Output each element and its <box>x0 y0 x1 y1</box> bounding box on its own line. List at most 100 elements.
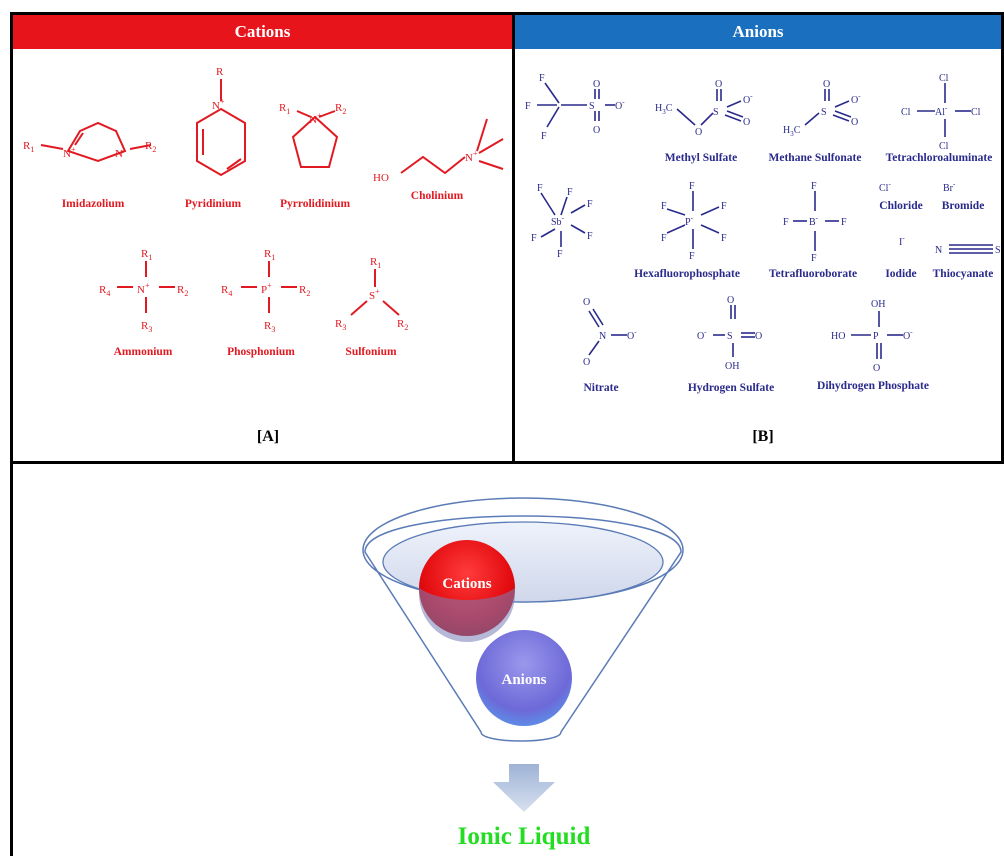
methyl-sulfate-label: Methyl Sulfate <box>665 152 738 164</box>
hexafluorophosphate-label: Hexafluorophosphate <box>634 268 740 280</box>
methane-sulfonate-label: Methane Sulfonate <box>769 152 862 164</box>
svg-text:R3: R3 <box>141 320 152 334</box>
svg-text:F: F <box>811 181 817 192</box>
tetrafluoroborate-label: Tetrafluoroborate <box>769 268 857 280</box>
svg-text:R2: R2 <box>145 140 156 154</box>
svg-text:S: S <box>727 331 733 342</box>
svg-text:F: F <box>721 201 727 212</box>
imidazolium-label: Imidazolium <box>62 198 125 210</box>
svg-text:Cl: Cl <box>901 107 911 118</box>
pyrrolidinium-label: Pyrrolidinium <box>280 198 350 210</box>
svg-text:HO: HO <box>831 331 845 342</box>
svg-text:N+: N+ <box>63 145 76 160</box>
svg-text:P-: P- <box>685 214 694 228</box>
svg-text:S: S <box>713 107 719 118</box>
svg-text:O: O <box>583 297 590 308</box>
svg-text:O: O <box>873 363 880 374</box>
svg-text:N: N <box>935 245 942 256</box>
svg-text:F: F <box>537 183 543 194</box>
bromide-label: Bromide <box>942 200 985 212</box>
funnel-diagram: Cations Anions Ionic Liquid <box>362 497 684 850</box>
panel-a-tag: [A] <box>257 428 279 445</box>
svg-text:O-: O- <box>851 92 861 106</box>
svg-text:R1: R1 <box>279 102 290 116</box>
svg-text:F: F <box>689 251 695 262</box>
svg-text:S: S <box>821 107 827 118</box>
svg-text:S-: S- <box>995 242 1001 256</box>
svg-text:O: O <box>593 79 600 90</box>
ionic-liquid-label: Ionic Liquid <box>458 823 591 850</box>
svg-text:Cl: Cl <box>939 141 949 152</box>
svg-text:N+: N+ <box>137 281 150 296</box>
svg-text:OH: OH <box>871 299 885 310</box>
svg-text:R4: R4 <box>221 284 232 298</box>
svg-text:R2: R2 <box>397 318 408 332</box>
svg-text:O: O <box>851 117 858 128</box>
svg-text:F: F <box>587 199 593 210</box>
phosphonium-label: Phosphonium <box>227 346 295 358</box>
svg-text:F: F <box>661 233 667 244</box>
svg-text:O-: O- <box>697 328 707 342</box>
svg-text:R2: R2 <box>299 284 310 298</box>
tetrachloroaluminate-label: Tetrachloroaluminate <box>886 152 993 164</box>
nitrate-label: Nitrate <box>583 382 618 394</box>
anions-sphere-label: Anions <box>501 672 546 688</box>
cholinium-label: Cholinium <box>411 190 464 202</box>
panel-b-tag: [B] <box>752 428 773 445</box>
svg-text:Al-: Al- <box>935 104 948 118</box>
cations-panel: Cations <box>10 12 515 464</box>
down-arrow-icon <box>493 764 555 812</box>
svg-text:F: F <box>539 73 545 84</box>
svg-text:R4: R4 <box>99 284 110 298</box>
svg-text:N+: N+ <box>309 111 322 126</box>
svg-text:N+: N+ <box>465 149 478 164</box>
svg-text:O-: O- <box>903 328 913 342</box>
svg-text:F: F <box>587 231 593 242</box>
svg-text:F: F <box>689 181 695 192</box>
svg-text:P: P <box>873 331 879 342</box>
svg-text:H3C: H3C <box>783 125 801 138</box>
svg-text:S: S <box>589 101 595 112</box>
svg-text:R3: R3 <box>264 320 275 334</box>
svg-text:R1: R1 <box>23 140 34 154</box>
svg-text:O: O <box>755 331 762 342</box>
sulfonium-label: Sulfonium <box>345 346 397 358</box>
svg-text:R2: R2 <box>177 284 188 298</box>
svg-text:Cl: Cl <box>939 73 949 84</box>
svg-text:O-: O- <box>627 328 637 342</box>
svg-text:O: O <box>743 117 750 128</box>
svg-text:F: F <box>531 233 537 244</box>
svg-text:F: F <box>567 187 573 198</box>
svg-text:O: O <box>583 357 590 368</box>
svg-text:F: F <box>557 249 563 260</box>
anions-sphere <box>476 630 572 726</box>
svg-text:HO: HO <box>373 172 389 184</box>
svg-text:H3C: H3C <box>655 103 673 116</box>
svg-text:Br-: Br- <box>943 180 956 194</box>
svg-text:F: F <box>783 217 789 228</box>
svg-text:N: N <box>115 148 123 160</box>
svg-text:O-: O- <box>615 98 625 112</box>
pyridinium-label: Pyridinium <box>185 198 242 210</box>
svg-text:R3: R3 <box>335 318 346 332</box>
svg-text:O: O <box>823 79 830 90</box>
dihydrogen-phosphate-label: Dihydrogen Phosphate <box>817 380 929 392</box>
svg-text:B-: B- <box>809 214 819 228</box>
svg-text:F: F <box>541 131 547 142</box>
hydrogen-sulfate-label: Hydrogen Sulfate <box>688 382 774 394</box>
svg-text:Cl-: Cl- <box>879 180 891 194</box>
svg-text:P+: P+ <box>261 281 272 296</box>
svg-text:R1: R1 <box>370 256 381 270</box>
funnel-panel: Cations Anions Ionic Liquid <box>10 461 1004 856</box>
svg-text:F: F <box>661 201 667 212</box>
cations-structures: R1 N+ N R2 R N+ R1 N+ R2 HO N+ R1 R4 N+ … <box>23 66 504 445</box>
svg-text:O: O <box>715 79 722 90</box>
svg-text:R1: R1 <box>264 248 275 262</box>
svg-text:R: R <box>216 66 224 78</box>
svg-text:N: N <box>599 331 606 342</box>
svg-text:O-: O- <box>743 92 753 106</box>
svg-text:I-: I- <box>899 234 905 248</box>
svg-text:S+: S+ <box>369 287 380 302</box>
svg-text:O: O <box>695 127 702 138</box>
